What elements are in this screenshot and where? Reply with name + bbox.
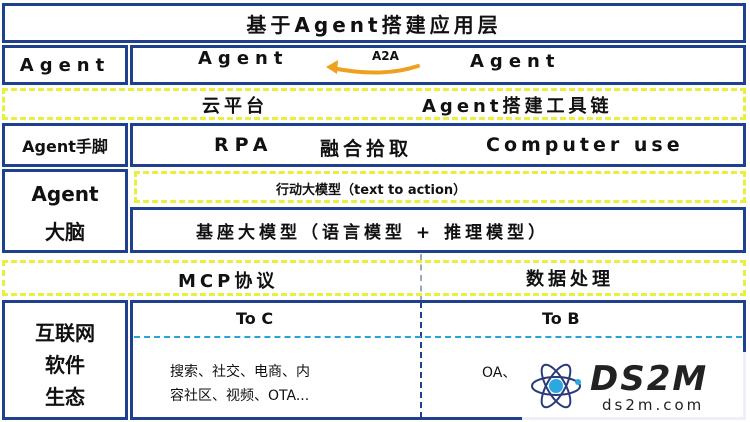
atom-logo-icon (531, 363, 581, 409)
tob-header: To B (542, 309, 580, 328)
toc-tob-divider (420, 302, 422, 418)
rpa-item: RPA (214, 134, 274, 156)
ecosystem-line2: 软件 (45, 353, 85, 377)
agent-left: Agent (198, 48, 289, 69)
cloud-platform: 云平台 (202, 96, 268, 117)
a2a-label: A2A (372, 49, 399, 63)
toc-line1: 搜索、社交、电商、内 (170, 364, 310, 380)
mcp-divider (420, 254, 422, 302)
agent-toolchain: Agent搭建工具链 (422, 96, 613, 117)
computer-use-item: Computer use (486, 134, 684, 156)
ecosystem-label-box: 互联网 软件 生态 (2, 300, 128, 420)
page-title: 基于Agent搭建应用层 (246, 12, 502, 37)
mcp-protocol: MCP协议 (178, 271, 279, 292)
brain-label-line1: Agent (31, 182, 99, 206)
brain-label-line2: 大脑 (45, 220, 85, 244)
brain-label-box: Agent 大脑 (2, 169, 128, 253)
ecosystem-line1: 互联网 (35, 321, 95, 345)
ecosystem-line3: 生态 (45, 385, 85, 409)
cloud-row (2, 88, 746, 120)
tob-text: OA、 (482, 365, 517, 381)
mcp-row (2, 260, 746, 296)
a2a-arrow (326, 60, 420, 75)
watermark: DS2M ds2m.com (522, 352, 750, 422)
base-model-box (130, 207, 746, 253)
fusion-item: 融合拾取 (320, 138, 413, 160)
toc-header: To C (236, 309, 274, 328)
agent-label: Agent (19, 54, 111, 76)
hands-content-box (130, 123, 746, 167)
agent-right: Agent (470, 51, 561, 72)
svg-text:DS2M: DS2M (590, 359, 708, 396)
data-processing: 数据处理 (526, 269, 614, 290)
action-model: 行动大模型（text to action） (276, 183, 467, 198)
ds2m-logo: DS2M (590, 359, 708, 396)
action-model-row (134, 171, 746, 203)
hands-label: Agent手脚 (22, 137, 108, 156)
toc-line2: 容社区、视频、OTA... (170, 388, 310, 404)
header-divider (134, 336, 742, 338)
title-box: 基于Agent搭建应用层 (2, 3, 746, 43)
agent-content-box (130, 45, 746, 85)
agent-label-box: Agent (2, 45, 128, 85)
hands-label-box: Agent手脚 (2, 123, 128, 167)
watermark-url: ds2m.com (602, 396, 705, 414)
base-model: 基座大模型（语言模型 + 推理模型） (196, 223, 550, 243)
